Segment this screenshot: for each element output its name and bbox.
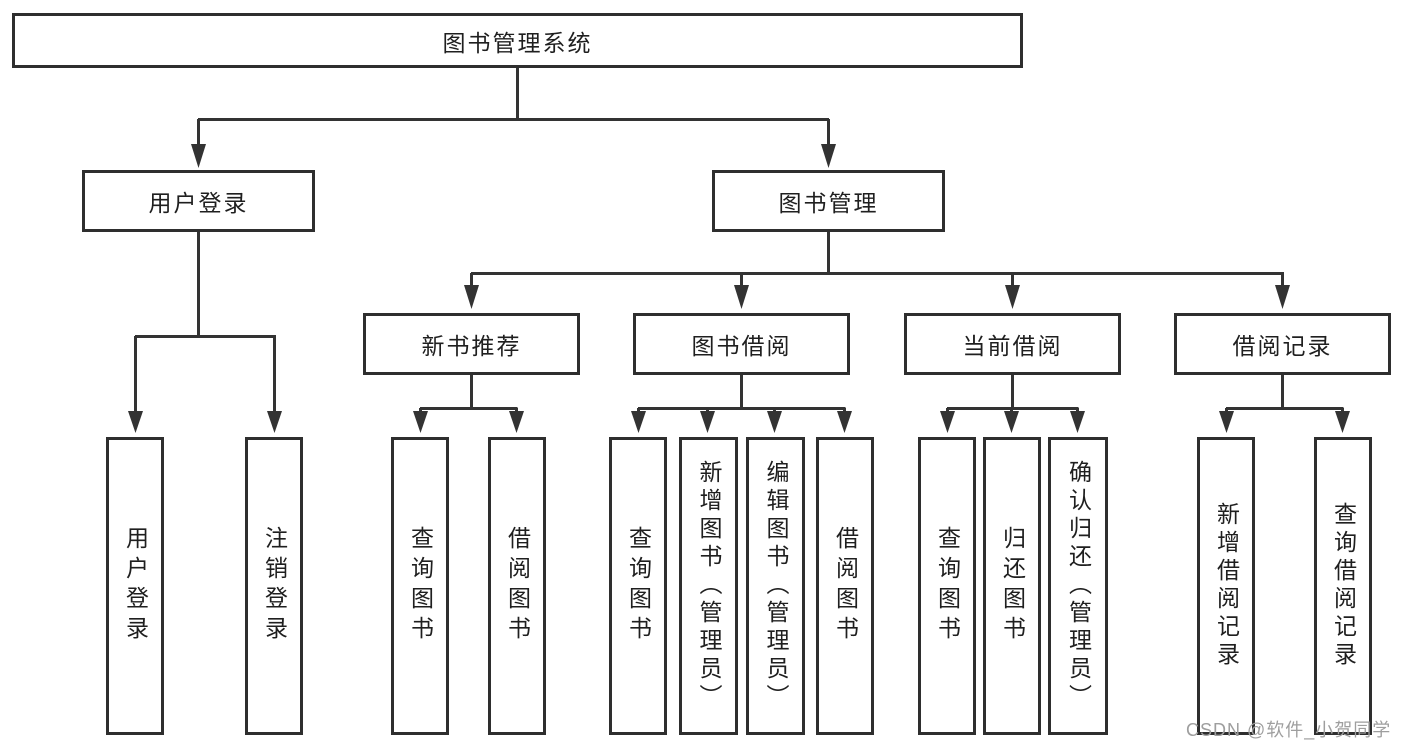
leaf-borrow-books-recommend: 借阅图书	[488, 437, 546, 735]
leaf-query-books-borrowing: 查询图书	[609, 437, 667, 735]
node-book-management: 图书管理	[712, 170, 945, 232]
leaf-add-books-admin: 新增图书（管理员）	[679, 437, 738, 735]
leaf-user-login: 用户登录	[106, 437, 164, 735]
node-borrowing-records: 借阅记录	[1174, 313, 1391, 375]
node-current-borrowing: 当前借阅	[904, 313, 1121, 375]
csdn-watermark: CSDN @软件_小贺同学	[1186, 720, 1392, 740]
leaf-query-borrow-record: 查询借阅记录	[1314, 437, 1372, 735]
leaf-add-borrow-record: 新增借阅记录	[1197, 437, 1255, 735]
leaf-confirm-return-admin: 确认归还（管理员）	[1048, 437, 1108, 735]
leaf-query-books-recommend: 查询图书	[391, 437, 449, 735]
leaf-return-books: 归还图书	[983, 437, 1041, 735]
node-book-borrowing: 图书借阅	[633, 313, 850, 375]
node-library-management-system: 图书管理系统	[12, 13, 1023, 68]
leaf-borrow-books: 借阅图书	[816, 437, 874, 735]
leaf-logout: 注销登录	[245, 437, 303, 735]
leaf-query-books-current: 查询图书	[918, 437, 976, 735]
leaf-edit-books-admin: 编辑图书（管理员）	[746, 437, 805, 735]
node-user-login: 用户登录	[82, 170, 315, 232]
node-new-book-recommendation: 新书推荐	[363, 313, 580, 375]
